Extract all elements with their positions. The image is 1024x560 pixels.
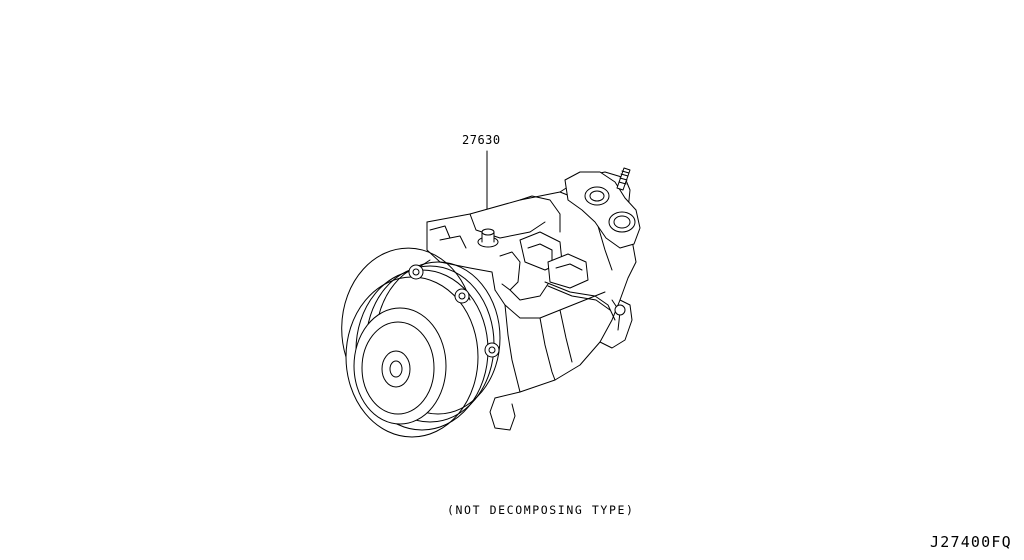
part-number-label: 27630 [462,133,501,147]
electrical-connector [500,232,615,320]
diagram-code: J27400FQ [930,533,1012,551]
caption-text: (NOT DECOMPOSING TYPE) [447,503,635,517]
clutch-bolts [409,265,625,357]
top-bolt [478,229,498,247]
pulley [342,248,500,437]
stud-bolt [617,168,630,190]
compressor-body [410,172,636,430]
port-flange [565,172,640,248]
